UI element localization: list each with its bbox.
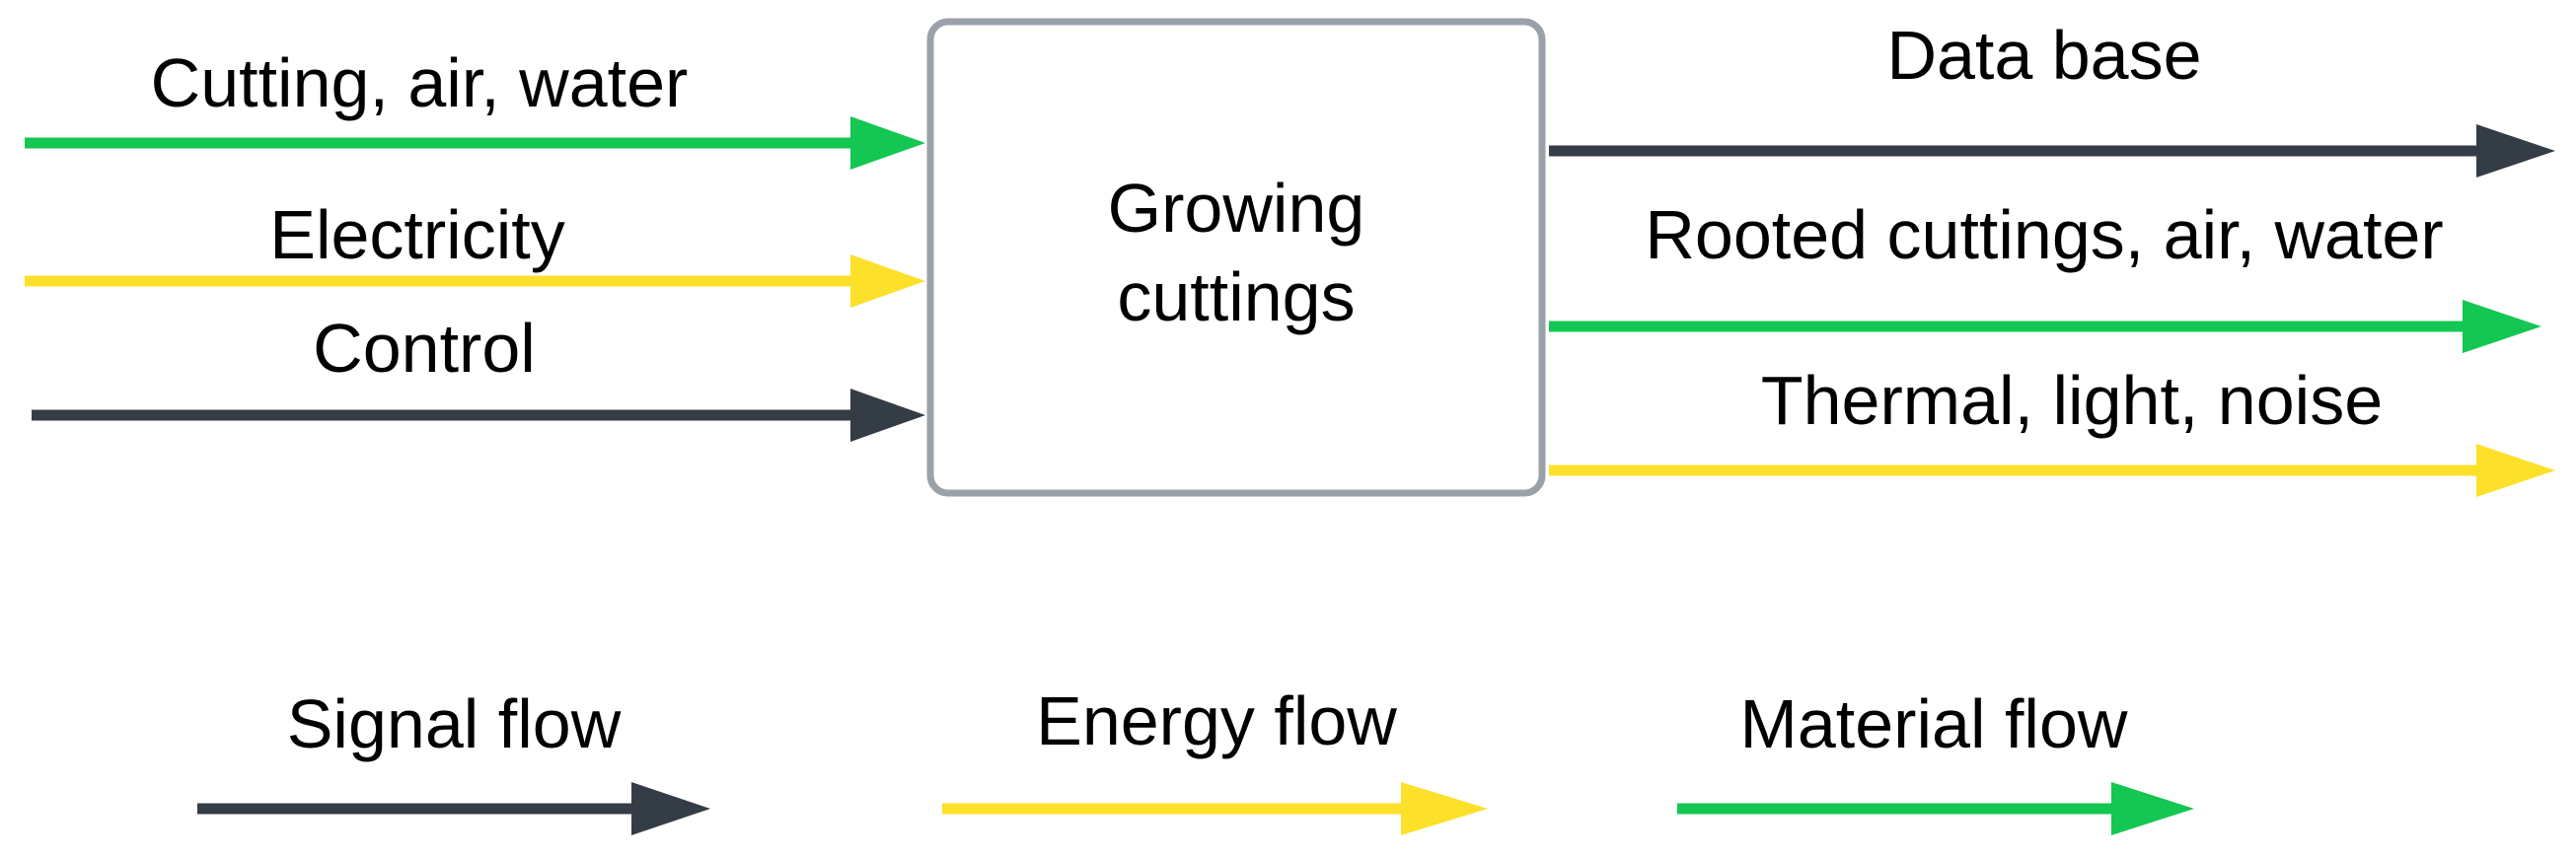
legend-signal-flow: Signal flow <box>197 685 710 835</box>
legend: Signal flow Energy flow Material flow <box>197 682 2194 835</box>
output-rooted-cuttings: Rooted cuttings, air, water <box>1549 196 2541 353</box>
output-label-data-base: Data base <box>1886 17 2201 94</box>
input-cutting-air-water: Cutting, air, water <box>25 44 925 170</box>
process-box <box>926 18 1546 497</box>
input-energy-arrow-head <box>850 254 925 308</box>
legend-material-arrow-head <box>2111 782 2194 835</box>
output-signal-arrow-head <box>2476 124 2555 178</box>
legend-energy-flow: Energy flow <box>942 682 1488 835</box>
process-label-line1: Growing <box>1108 170 1365 247</box>
process-label-line2: cuttings <box>1117 258 1355 335</box>
output-label-thermal-light-noise: Thermal, light, noise <box>1761 362 2383 439</box>
output-label-rooted-cuttings: Rooted cuttings, air, water <box>1645 196 2443 273</box>
input-label-electricity: Electricity <box>269 196 564 273</box>
output-data-base: Data base <box>1549 17 2555 178</box>
legend-signal-arrow-head <box>631 782 710 835</box>
output-material-arrow-head <box>2463 300 2541 353</box>
output-energy-arrow-head <box>2476 444 2555 497</box>
legend-label-energy-flow: Energy flow <box>1036 682 1397 759</box>
input-control: Control <box>32 310 925 442</box>
input-label-control: Control <box>313 310 536 387</box>
input-signal-arrow-head <box>850 389 925 442</box>
input-material-arrow-head <box>850 116 925 170</box>
legend-energy-arrow-head <box>1401 782 1488 835</box>
input-label-cutting-air-water: Cutting, air, water <box>151 44 689 121</box>
legend-material-flow: Material flow <box>1677 685 2194 835</box>
input-electricity: Electricity <box>25 196 925 308</box>
legend-label-material-flow: Material flow <box>1740 685 2128 762</box>
legend-label-signal-flow: Signal flow <box>287 685 622 762</box>
output-thermal-light-noise: Thermal, light, noise <box>1549 362 2555 497</box>
